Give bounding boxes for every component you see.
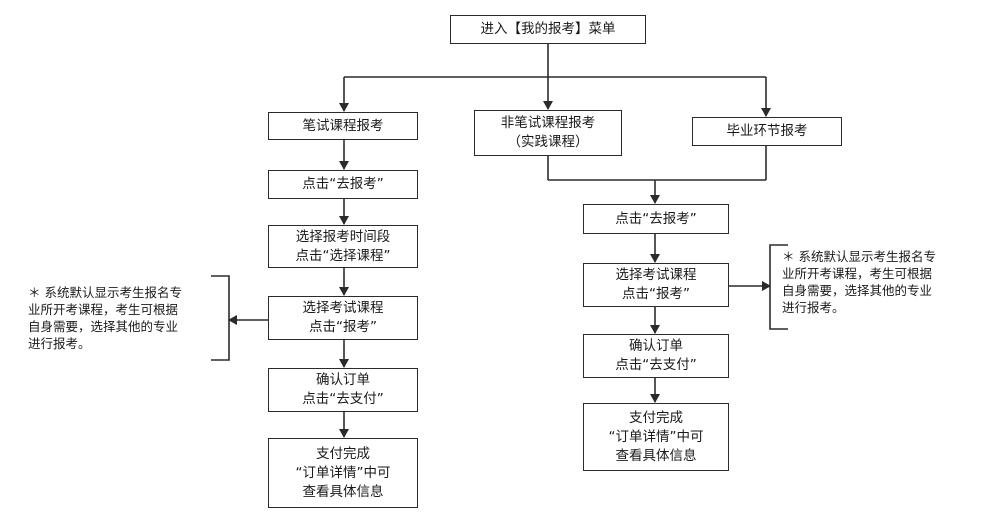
note-right-line-1: ＊ 系统默认显示考生报名专 — [782, 249, 936, 264]
node-right-confirm-order-line-2: 点击“去支付” — [615, 357, 697, 373]
node-right-go-register: 点击“去报考” — [583, 204, 729, 234]
note-left: ＊ 系统默认显示考生报名专业所开考课程，考生可根据自身需要，选择其他的专业进行报… — [28, 284, 182, 352]
node-left-select-period-line-2: 点击“选择课程” — [295, 247, 391, 264]
note-left-line-2: 业所开考课程，考生可根据 — [28, 302, 179, 317]
note-right-line-3: 自身需要，选择其他的专业 — [782, 283, 933, 298]
node-left-confirm-order: 确认订单点击“去支付” — [268, 368, 418, 412]
note-right-line-2: 业所开考课程，考生可根据 — [782, 266, 933, 281]
node-left-confirm-order-line-2: 点击“去支付” — [302, 391, 384, 407]
note-bracket-right — [769, 244, 788, 330]
node-right-payment-done-line-3: 查看具体信息 — [615, 447, 697, 464]
node-left-confirm-order-line-1: 确认订单 — [316, 372, 370, 388]
node-right-confirm-order: 确认订单点击“去支付” — [583, 334, 729, 378]
node-written-exam: 笔试课程报考 — [268, 112, 418, 140]
node-non-written-exam-line-2: （实践课程） — [507, 134, 589, 150]
node-left-select-period-line-1: 选择报考时间段 — [295, 228, 391, 245]
node-non-written-exam-line-1: 非笔试课程报考 — [500, 115, 596, 131]
node-left-go-register: 点击“去报考” — [268, 170, 418, 199]
node-right-confirm-order-line-1: 确认订单 — [629, 338, 683, 354]
node-right-select-course-line-2: 点击“报考” — [622, 286, 690, 302]
node-left-select-course-line-2: 点击“报考” — [309, 319, 377, 335]
node-right-select-course: 选择考试课程点击“报考” — [583, 263, 729, 307]
node-graduation-line-1: 毕业环节报考 — [726, 123, 808, 139]
node-left-payment-done-line-2: “订单详情”中可 — [295, 464, 391, 481]
node-left-go-register-line-1: 点击“去报考” — [302, 176, 384, 192]
node-left-payment-done-line-1: 支付完成 — [316, 445, 370, 462]
note-bracket-left — [211, 275, 230, 361]
node-left-payment-done: 支付完成 “订单详情”中可查看具体信息 — [268, 438, 418, 508]
node-left-select-course-line-1: 选择考试课程 — [302, 300, 384, 316]
node-right-select-course-line-1: 选择考试课程 — [615, 267, 697, 283]
node-left-select-course: 选择考试课程点击“报考” — [268, 296, 418, 340]
node-right-payment-done-line-1: 支付完成 — [629, 409, 683, 426]
note-left-line-4: 进行报考。 — [28, 336, 91, 351]
note-right: ＊ 系统默认显示考生报名专业所开考课程，考生可根据自身需要，选择其他的专业进行报… — [782, 248, 936, 316]
node-right-payment-done: 支付完成 “订单详情”中可查看具体信息 — [583, 403, 729, 471]
node-start: 进入【我的报考】菜单 — [450, 15, 646, 44]
note-left-line-1: ＊ 系统默认显示考生报名专 — [28, 285, 182, 300]
node-right-payment-done-line-2: “订单详情”中可 — [608, 428, 704, 445]
node-graduation: 毕业环节报考 — [692, 117, 842, 146]
note-right-line-4: 进行报考。 — [782, 300, 845, 315]
node-non-written-exam: 非笔试课程报考 （实践课程） — [474, 110, 622, 156]
node-written-exam-line-1: 笔试课程报考 — [302, 117, 384, 134]
node-start-line-1: 进入【我的报考】菜单 — [480, 21, 616, 37]
node-left-payment-done-line-3: 查看具体信息 — [302, 483, 384, 500]
node-right-go-register-line-1: 点击“去报考” — [615, 210, 697, 227]
note-left-line-3: 自身需要，选择其他的专业 — [28, 319, 179, 334]
node-left-select-period: 选择报考时间段点击“选择课程” — [268, 225, 418, 268]
